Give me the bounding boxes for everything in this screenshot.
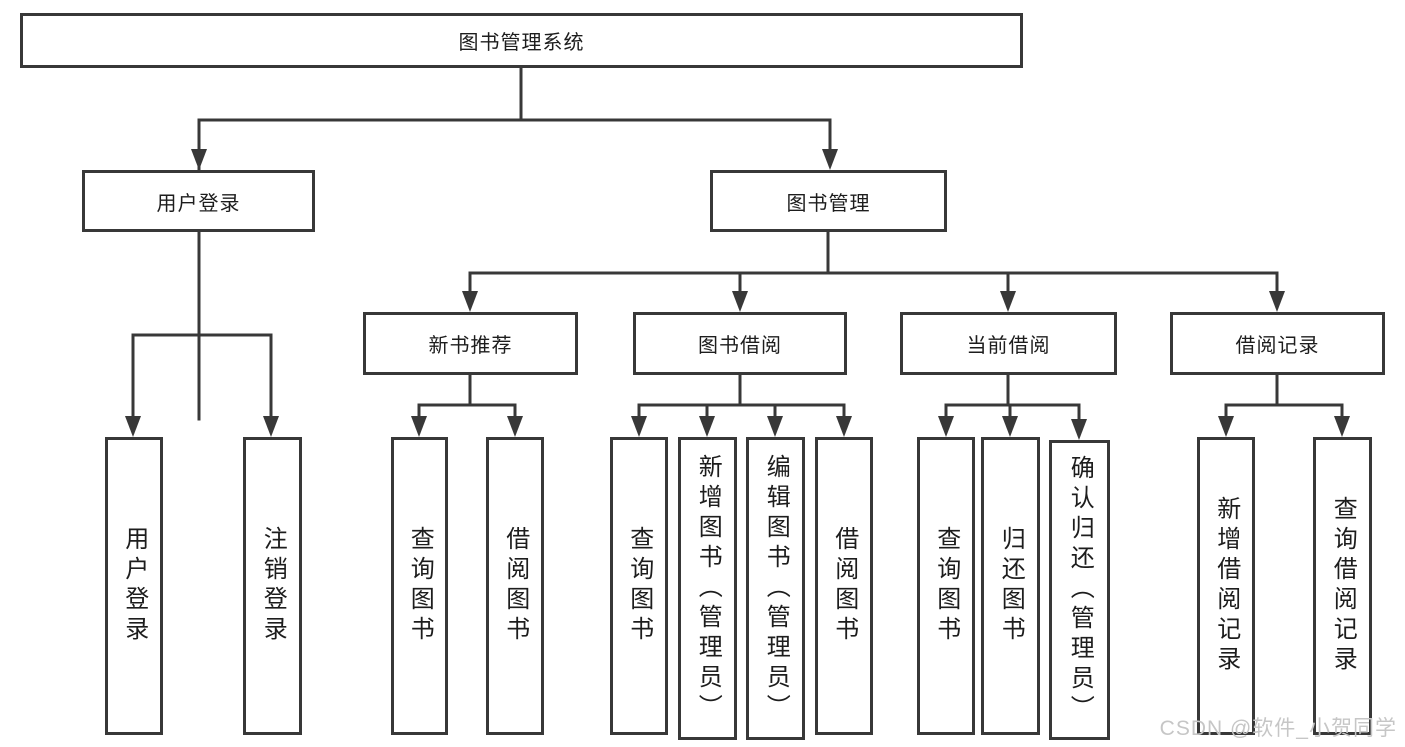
node-book-borrowing: 图书借阅 [633,312,847,375]
connector-book-mgmt-to-level3 [468,230,1279,296]
node-user-login: 用户登录 [82,170,315,232]
node-current-borrowing: 当前借阅 [900,312,1117,375]
node-leaf-confirm-return-admin: 确认归还（管理员） [1049,440,1110,740]
node-label: 当前借阅 [966,335,1051,357]
node-leaf-borrow-books-2: 借阅图书 [815,437,873,735]
node-label: 新增图书（管理员） [694,453,722,724]
node-leaf-edit-books-admin: 编辑图书（管理员） [746,437,805,740]
connector-user-login-to-leaves [131,230,273,421]
node-root-system: 图书管理系统 [20,13,1023,68]
node-leaf-borrow-books-1: 借阅图书 [486,437,544,735]
node-leaf-query-books-3: 查询图书 [917,437,975,735]
node-leaf-query-books-1: 查询图书 [391,437,448,735]
node-label: 图书借阅 [698,335,782,357]
node-label: 查询图书 [932,526,960,646]
node-label: 查询图书 [625,526,653,646]
node-label: 用户登录 [120,526,148,646]
node-label: 用户登录 [156,192,241,215]
node-label: 查询借阅记录 [1329,496,1357,676]
node-label: 注销登录 [259,526,287,646]
node-leaf-user-login: 用户登录 [105,437,163,735]
node-leaf-add-borrow-record: 新增借阅记录 [1197,437,1255,735]
node-label: 图书管理 [786,192,871,215]
node-leaf-logout: 注销登录 [243,437,302,735]
node-leaf-add-books-admin: 新增图书（管理员） [678,437,737,740]
node-label: 查询图书 [406,526,434,646]
connector-borrow-records-to-leaves [1224,373,1344,421]
node-borrowing-records: 借阅记录 [1170,312,1385,375]
node-new-book-recommend: 新书推荐 [363,312,578,375]
node-label: 新增借阅记录 [1212,496,1240,676]
node-leaf-return-books: 归还图书 [981,437,1040,735]
node-leaf-query-books-2: 查询图书 [610,437,668,735]
connector-book-borrow-to-leaves [637,373,846,421]
node-book-management: 图书管理 [710,170,947,232]
node-label: 借阅图书 [501,526,529,646]
node-label: 图书管理系统 [458,32,585,54]
connector-root-to-level2 [197,66,832,421]
node-label: 借阅记录 [1235,335,1320,357]
connector-current-borrow-to-leaves [944,373,1081,424]
csdn-watermark: CSDN @软件_小贺同学 [1159,717,1397,740]
node-label: 归还图书 [997,526,1025,646]
node-label: 编辑图书（管理员） [762,453,790,724]
node-leaf-query-borrow-record: 查询借阅记录 [1313,437,1372,735]
node-label: 新书推荐 [428,335,513,357]
node-label: 借阅图书 [830,526,858,646]
arrowheads [125,149,1350,440]
node-label: 确认归还（管理员） [1066,455,1094,725]
connector-new-books-to-leaves [417,373,517,421]
